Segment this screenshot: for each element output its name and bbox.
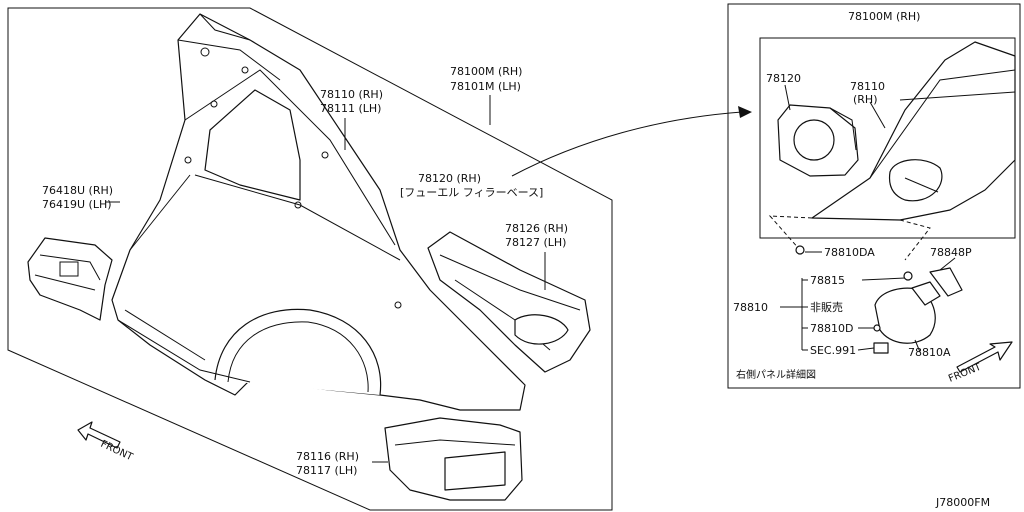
detail-label-78848p: 78848P — [930, 246, 972, 259]
label-rear-pillar-lh: 78127 (LH) — [505, 236, 566, 249]
quarter-panel-illustration — [111, 13, 526, 411]
detail-label-inner-panel-rh: (RH) — [853, 93, 878, 106]
detail-label-78810d: 78810D — [810, 322, 853, 335]
label-lower-extension-lh: 78117 (LH) — [296, 464, 357, 477]
detail-label-inner-panel: 78110 — [850, 80, 885, 93]
detail-pointer-arrow — [511, 111, 743, 177]
label-quarter-panel-lh: 78101M (LH) — [450, 80, 521, 93]
label-inner-panel-lh: 78111 (LH) — [320, 102, 381, 115]
detail-filler-illustration — [768, 41, 1016, 261]
front-arrow-main — [77, 421, 121, 449]
main-view-frame — [7, 7, 613, 511]
label-extension-rh: 76418U (RH) — [42, 184, 113, 197]
label-quarter-panel-rh: 78100M (RH) — [450, 65, 522, 78]
diagram-code: J78000FM — [935, 496, 990, 509]
detail-label-filler-base: 78120 — [766, 72, 801, 85]
rear-pillar-part — [427, 231, 591, 373]
detail-caption: 右側パネル詳細図 — [736, 368, 816, 381]
label-inner-panel-rh: 78110 (RH) — [320, 88, 383, 101]
detail-label-sec991: SEC.991 — [810, 344, 856, 357]
lower-extension-part — [384, 417, 523, 501]
label-extension-lh: 76419U (LH) — [42, 198, 112, 211]
detail-leader-lines — [780, 84, 956, 353]
front-arrow-detail — [956, 341, 1013, 373]
detail-label-78810da: 78810DA — [824, 246, 875, 259]
label-rear-pillar-rh: 78126 (RH) — [505, 222, 568, 235]
detail-title: 78100M (RH) — [848, 10, 920, 23]
detail-label-not-sold: 非販売 — [810, 301, 843, 314]
detail-label-78810: 78810 — [733, 301, 768, 314]
detail-label-78815: 78815 — [810, 274, 845, 287]
detail-view-frame — [727, 3, 1021, 389]
detail-pointer-arrowhead — [738, 106, 752, 118]
extension-part — [27, 237, 113, 321]
label-filler-base-name: [フューエル フィラーベース] — [400, 186, 543, 199]
detail-lower-parts — [795, 245, 963, 354]
main-leader-lines — [105, 95, 546, 463]
detail-label-78810a: 78810A — [908, 346, 951, 359]
label-lower-extension-rh: 78116 (RH) — [296, 450, 359, 463]
label-filler-base-rh: 78120 (RH) — [418, 172, 481, 185]
